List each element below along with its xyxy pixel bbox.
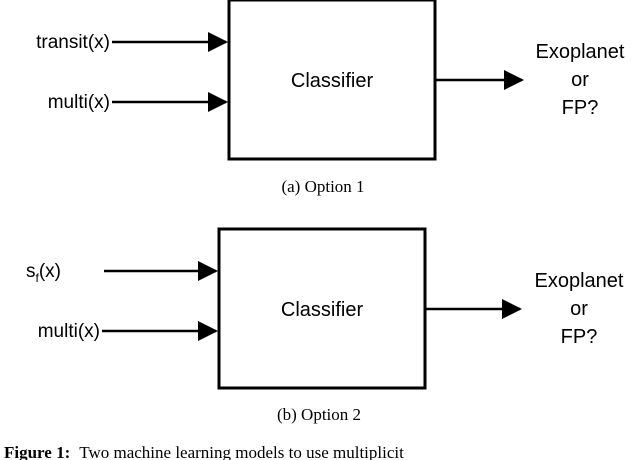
input-sf-label: sf(x): [26, 261, 61, 285]
input-multi-label: multi(x): [48, 92, 110, 113]
subfigure-caption: (b) Option 2: [277, 405, 361, 424]
classifier-label: Classifier: [281, 299, 364, 321]
option-2-diagram: sf(x) multi(x) Classifier Exoplanet or F…: [26, 227, 624, 424]
output-line-1: Exoplanet: [536, 41, 625, 63]
classifier-box: [217, 227, 427, 390]
input-multi-label: multi(x): [38, 321, 100, 342]
classifier-label: Classifier: [291, 70, 374, 92]
input-sf-main: s: [26, 261, 36, 282]
output-line-3: FP?: [562, 97, 599, 119]
option-1-diagram: transit(x) multi(x) Classifier Exoplanet…: [36, 0, 625, 196]
output-line-1: Exoplanet: [535, 270, 624, 292]
input-transit-label: transit(x): [36, 32, 110, 53]
figure-caption-text: Two machine learning models to use multi…: [79, 443, 404, 460]
figure-caption-prefix: Figure 1:: [4, 443, 70, 460]
output-line-3: FP?: [561, 326, 598, 348]
classifier-box: [227, 0, 437, 161]
input-sf-subscript: f: [36, 271, 40, 285]
subfigure-caption: (a) Option 1: [281, 177, 364, 196]
figure-caption: Figure 1: Two machine learning models to …: [4, 443, 404, 460]
output-line-2: or: [571, 69, 589, 91]
input-sf-rest: (x): [39, 261, 61, 282]
output-line-2: or: [570, 298, 588, 320]
